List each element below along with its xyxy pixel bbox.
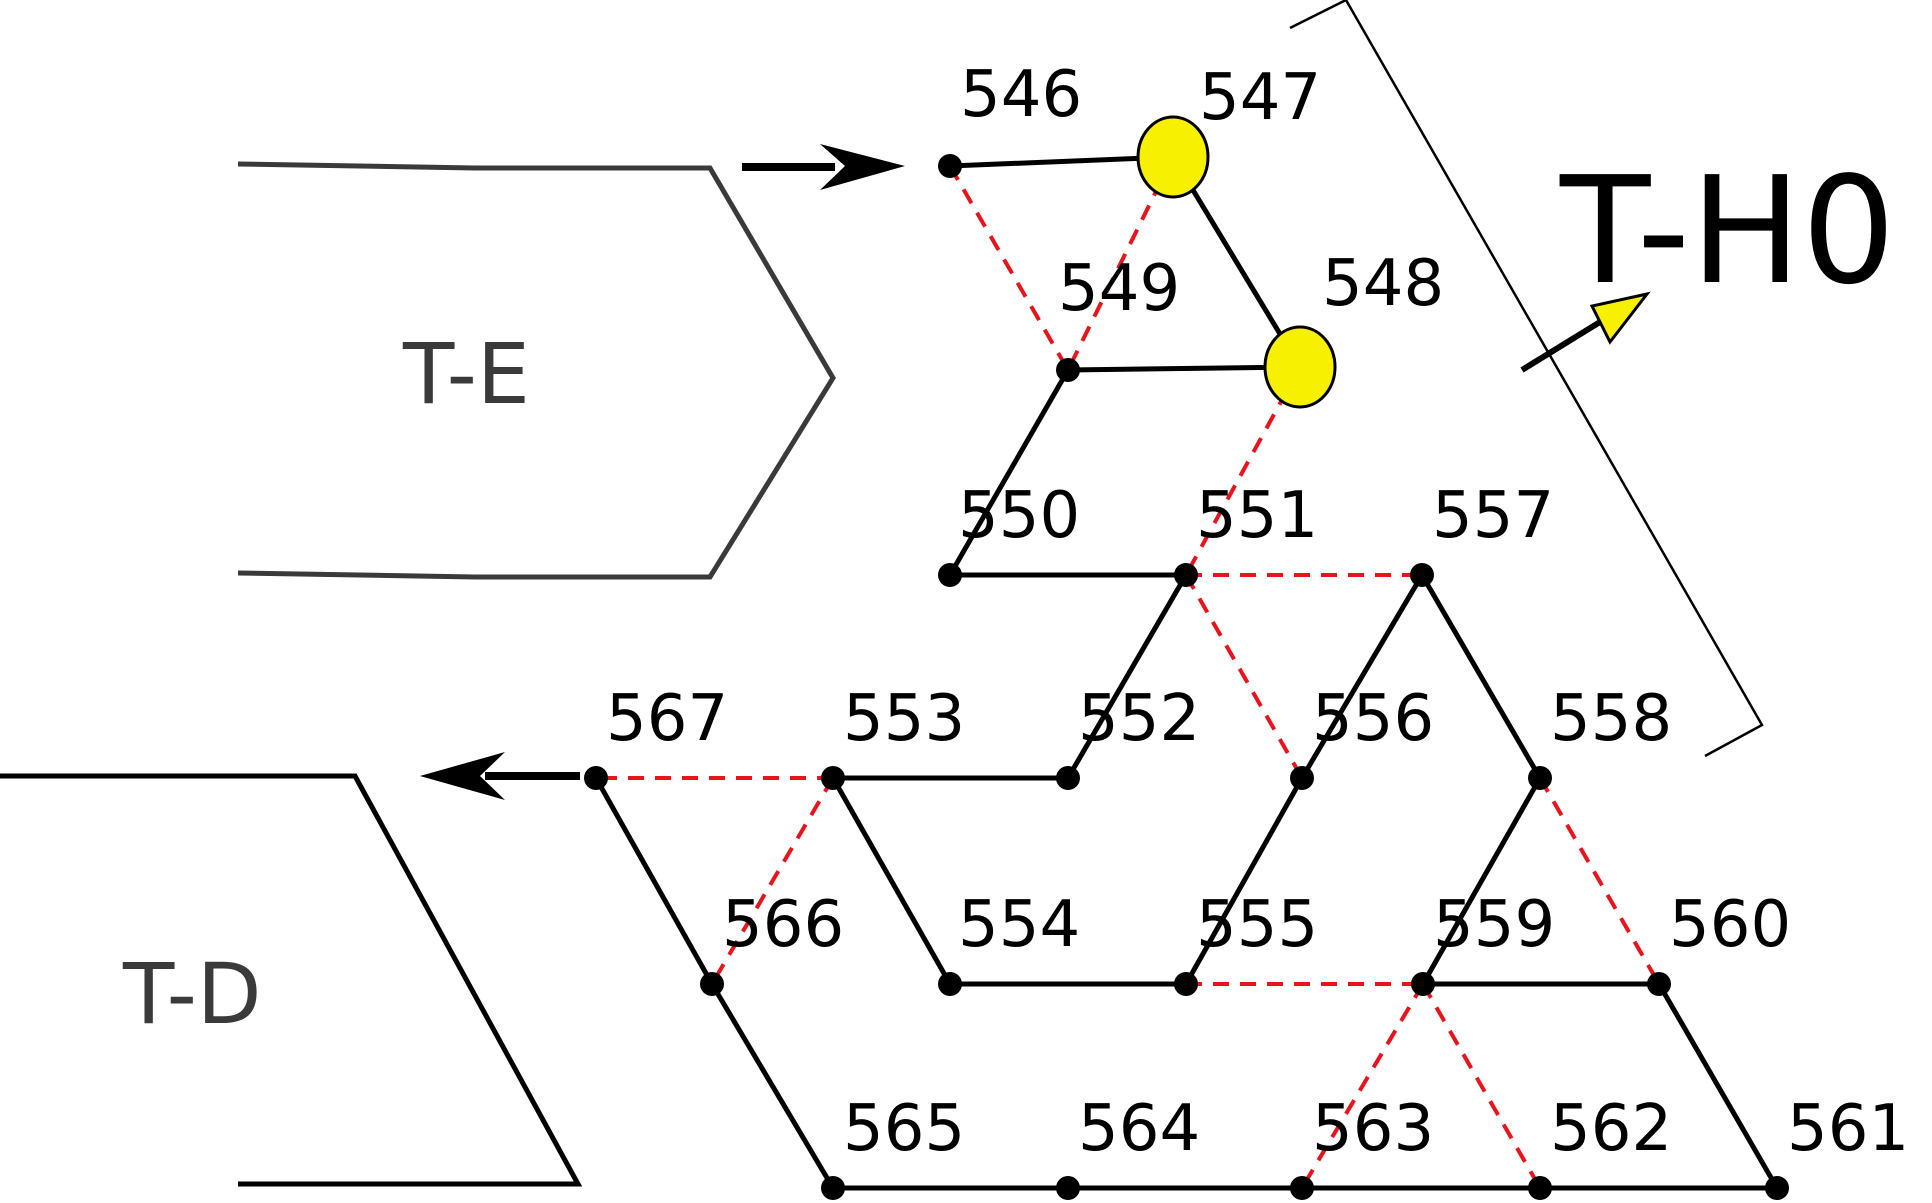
solid-edge-546-547 — [949, 154, 1174, 169]
solid-edge-558-559 — [1420, 776, 1543, 986]
node-label-554: 554 — [958, 888, 1080, 962]
node-554 — [938, 972, 962, 996]
node-label-559: 559 — [1433, 888, 1555, 962]
node-label-563: 563 — [1312, 1092, 1434, 1166]
node-label-551: 551 — [1196, 479, 1318, 553]
dashed-edge-559-563 — [1300, 982, 1425, 1190]
region-th0-label: T-H0 — [1559, 145, 1896, 317]
node-558 — [1528, 766, 1552, 790]
node-566 — [700, 972, 724, 996]
solid-edge-557-558 — [1419, 573, 1543, 780]
solid-edge-551-552 — [1065, 573, 1189, 780]
node-label-547: 547 — [1199, 61, 1321, 135]
node-label-561: 561 — [1787, 1092, 1909, 1166]
entry-arrow — [742, 144, 905, 190]
node-563 — [1290, 1176, 1314, 1200]
region-td-label: T-D — [122, 945, 262, 1043]
node-555 — [1174, 972, 1198, 996]
node-label-556: 556 — [1312, 682, 1434, 756]
node-label-565: 565 — [843, 1092, 965, 1166]
highlighted-node-547 — [1136, 115, 1210, 199]
node-label-566: 566 — [722, 888, 844, 962]
dashed-edge-551-556 — [1184, 574, 1304, 779]
solid-edge-555-556 — [1183, 776, 1305, 986]
solid-edge-549-548 — [1067, 364, 1301, 373]
region-te-label: T-E — [402, 325, 530, 423]
node-546 — [938, 154, 962, 178]
node-556 — [1290, 766, 1314, 790]
region-te-outline — [237, 161, 836, 580]
node-label-546: 546 — [960, 58, 1082, 132]
dashed-edges — [596, 156, 1661, 1190]
node-labels: 546 547 548 549 550 551 552 553 554 555 556 557 558 5… — [606, 58, 1909, 1166]
node-label-550: 550 — [958, 479, 1080, 553]
nodes — [584, 115, 1789, 1200]
node-label-552: 552 — [1078, 682, 1200, 756]
solid-edge-565-566 — [709, 982, 836, 1190]
node-552 — [1056, 766, 1080, 790]
node-565 — [821, 1176, 845, 1200]
node-551 — [1174, 563, 1198, 587]
region-th0-bracket — [1289, 0, 1764, 758]
dashed-edge-558-560 — [1538, 776, 1661, 986]
node-label-557: 557 — [1432, 479, 1554, 553]
region-td-outline — [0, 773, 583, 1187]
solid-edge-553-554 — [830, 776, 953, 986]
solid-edge-549-550 — [947, 368, 1071, 577]
node-label-548: 548 — [1322, 247, 1444, 321]
highlighted-node-548 — [1263, 325, 1337, 409]
solid-edge-560-561 — [1656, 982, 1780, 1190]
node-550 — [938, 563, 962, 587]
node-557 — [1410, 563, 1434, 587]
node-label-558: 558 — [1550, 682, 1672, 756]
node-553 — [821, 766, 845, 790]
exit-arrow — [420, 752, 580, 800]
node-561 — [1765, 1176, 1789, 1200]
node-label-553: 553 — [843, 682, 965, 756]
solid-edge-547-548 — [1170, 155, 1303, 369]
dashed-edge-559-562 — [1421, 983, 1542, 1189]
node-560 — [1647, 972, 1671, 996]
node-549 — [1056, 358, 1080, 382]
solid-edges — [593, 154, 1780, 1191]
th0-pointer-arrow — [1520, 291, 1651, 373]
solid-edge-556-557 — [1299, 573, 1425, 780]
node-label-564: 564 — [1078, 1092, 1200, 1166]
solid-edge-566-567 — [593, 776, 715, 986]
node-567 — [584, 766, 608, 790]
node-label-549: 549 — [1058, 252, 1180, 326]
dashed-edge-546-549 — [948, 164, 1070, 372]
node-label-555: 555 — [1196, 888, 1318, 962]
node-562 — [1528, 1176, 1552, 1200]
node-559 — [1411, 972, 1435, 996]
node-label-560: 560 — [1669, 888, 1791, 962]
node-label-567: 567 — [606, 682, 728, 756]
node-564 — [1056, 1176, 1080, 1200]
dashed-edge-553-566 — [710, 776, 835, 986]
node-label-562: 562 — [1550, 1092, 1672, 1166]
